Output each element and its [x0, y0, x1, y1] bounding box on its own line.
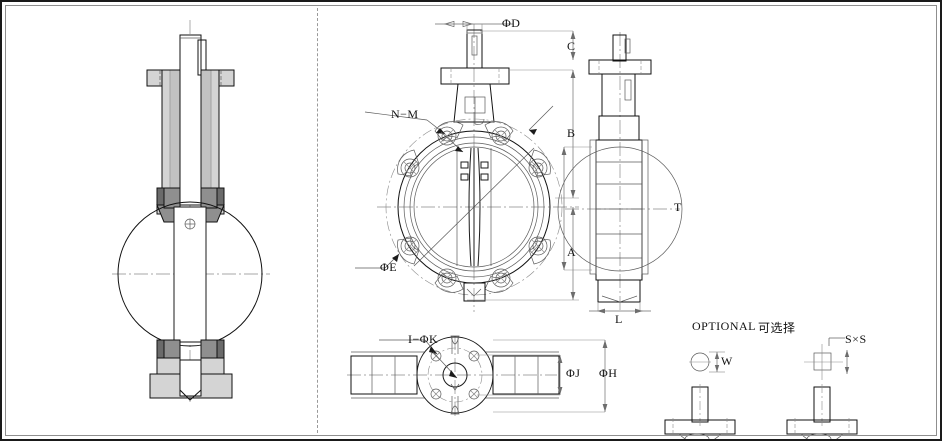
- label-b: B: [567, 126, 576, 140]
- dim-phi-h: [493, 339, 608, 413]
- bottom-plan-view: [347, 335, 608, 416]
- leader-n-m: [364, 105, 554, 153]
- label-t: T: [674, 200, 682, 214]
- label-n-m: N−M: [391, 107, 419, 121]
- disc-in-bore: [413, 147, 535, 267]
- leader-phi-e: [355, 253, 400, 269]
- label-phi-j: ΦJ: [566, 366, 581, 380]
- dim-t: [561, 146, 592, 271]
- label-i-phi-k: I−ΦK: [408, 332, 439, 346]
- label-phi-h: ΦH: [599, 366, 618, 380]
- label-sxs: S×S: [845, 332, 867, 346]
- right-views-group: [347, 20, 858, 439]
- left-sectional-view: [112, 20, 270, 402]
- dim-phi-j: [477, 354, 563, 396]
- optional-stem-details: [664, 337, 858, 439]
- label-c: C: [567, 39, 576, 53]
- dim-phi-d: [435, 20, 513, 34]
- label-phi-e: ΦE: [380, 260, 398, 274]
- bottom-bearing-cap: [149, 339, 233, 401]
- optional-square-key-detail: [786, 337, 858, 439]
- leader-i-phi-k: [379, 339, 458, 379]
- dim-l: [589, 302, 651, 314]
- label-optional-cn: 可选择: [758, 321, 796, 335]
- valve-disc-circle: [117, 201, 263, 347]
- label-optional-en: OPTIONAL: [692, 319, 756, 333]
- flange-bolt-holes: [430, 350, 480, 400]
- dim-chain-c-b-a: [467, 30, 579, 301]
- label-l: L: [615, 312, 623, 326]
- side-view: [557, 32, 683, 314]
- lug-bolt-holes: [397, 121, 551, 293]
- label-w: W: [721, 354, 733, 368]
- front-view: [355, 20, 579, 312]
- label-phi-d: ΦD: [502, 16, 521, 30]
- panel-divider: [317, 8, 318, 433]
- optional-round-key-detail: [664, 351, 736, 439]
- label-a: A: [567, 245, 577, 259]
